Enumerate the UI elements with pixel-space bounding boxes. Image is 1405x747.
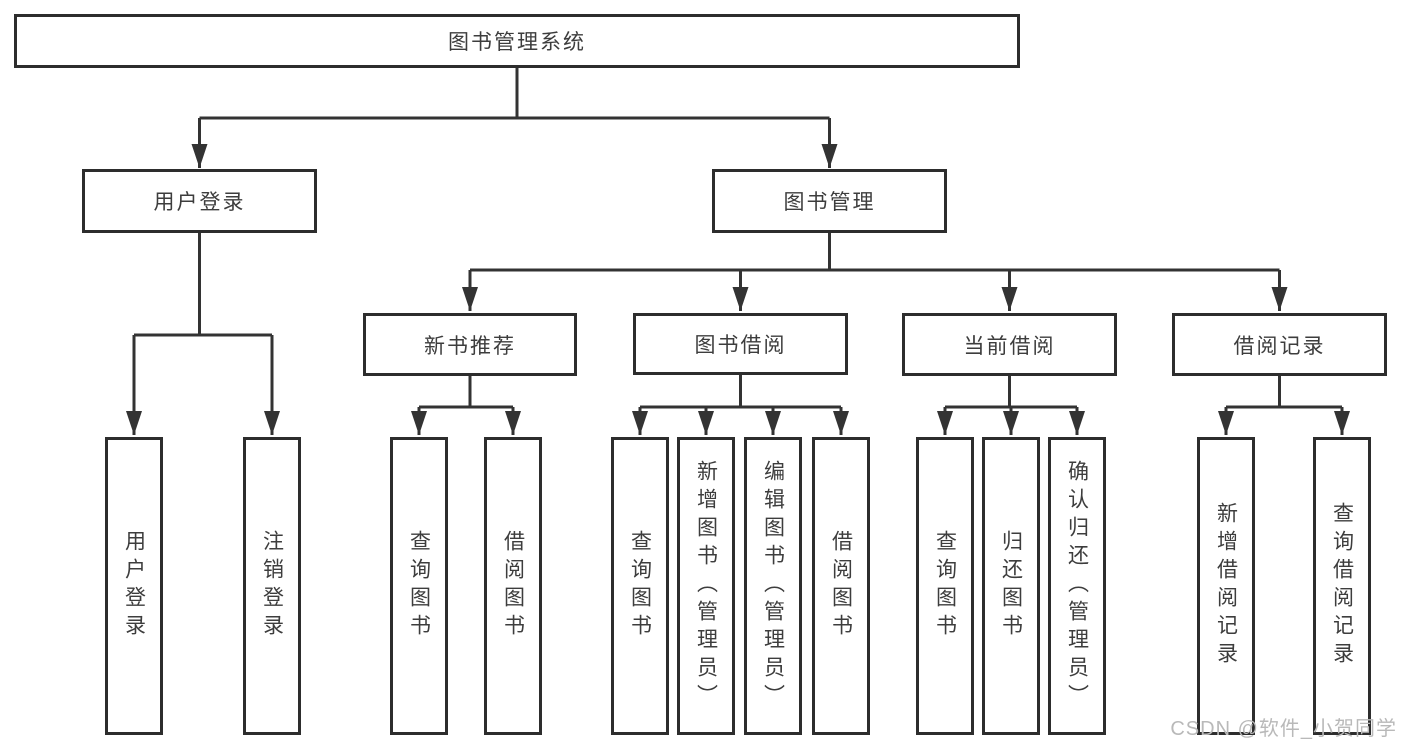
node-library-management-system: 图书管理系统 — [14, 14, 1020, 68]
leaf-cb-confirm-return-admin: 确认归还（管理员） — [1048, 437, 1106, 735]
leaf-cb-query-book: 查询图书 — [916, 437, 974, 735]
leaf-nb-borrow-book: 借阅图书 — [484, 437, 542, 735]
leaf-bb-query-book: 查询图书 — [611, 437, 669, 735]
leaf-cb-return-book: 归还图书 — [982, 437, 1040, 735]
leaf-logout: 注销登录 — [243, 437, 301, 735]
leaf-br-add-record: 新增借阅记录 — [1197, 437, 1255, 735]
leaf-bb-edit-book-admin-label: 编辑图书（管理员） — [761, 460, 785, 712]
node-borrow-record: 借阅记录 — [1172, 313, 1387, 376]
leaf-bb-add-book-admin: 新增图书（管理员） — [677, 437, 735, 735]
leaf-nb-borrow-book-label: 借阅图书 — [501, 530, 525, 642]
leaf-cb-return-book-label: 归还图书 — [999, 530, 1023, 642]
node-new-book-recommend: 新书推荐 — [363, 313, 577, 376]
csdn-watermark: CSDN @软件_小贺同学 — [1170, 718, 1397, 740]
leaf-user-login: 用户登录 — [105, 437, 163, 735]
node-current-borrow: 当前借阅 — [902, 313, 1117, 376]
node-user-login-branch: 用户登录 — [82, 169, 317, 233]
leaf-br-add-record-label: 新增借阅记录 — [1214, 502, 1238, 670]
leaf-bb-edit-book-admin: 编辑图书（管理员） — [744, 437, 802, 735]
node-book-management-branch: 图书管理 — [712, 169, 947, 233]
leaf-nb-query-book: 查询图书 — [390, 437, 448, 735]
leaf-bb-borrow-book-label: 借阅图书 — [829, 530, 853, 642]
leaf-nb-query-book-label: 查询图书 — [407, 530, 431, 642]
leaf-br-query-record: 查询借阅记录 — [1313, 437, 1371, 735]
leaf-bb-borrow-book: 借阅图书 — [812, 437, 870, 735]
leaf-br-query-record-label: 查询借阅记录 — [1330, 502, 1354, 670]
connector-arrows — [126, 118, 1350, 435]
leaf-user-login-label: 用户登录 — [122, 530, 146, 642]
leaf-bb-query-book-label: 查询图书 — [628, 530, 652, 642]
leaf-cb-confirm-return-admin-label: 确认归还（管理员） — [1065, 460, 1089, 712]
leaf-bb-add-book-admin-label: 新增图书（管理员） — [694, 460, 718, 712]
leaf-cb-query-book-label: 查询图书 — [933, 530, 957, 642]
leaf-logout-label: 注销登录 — [260, 530, 284, 642]
node-book-borrow: 图书借阅 — [633, 313, 848, 375]
